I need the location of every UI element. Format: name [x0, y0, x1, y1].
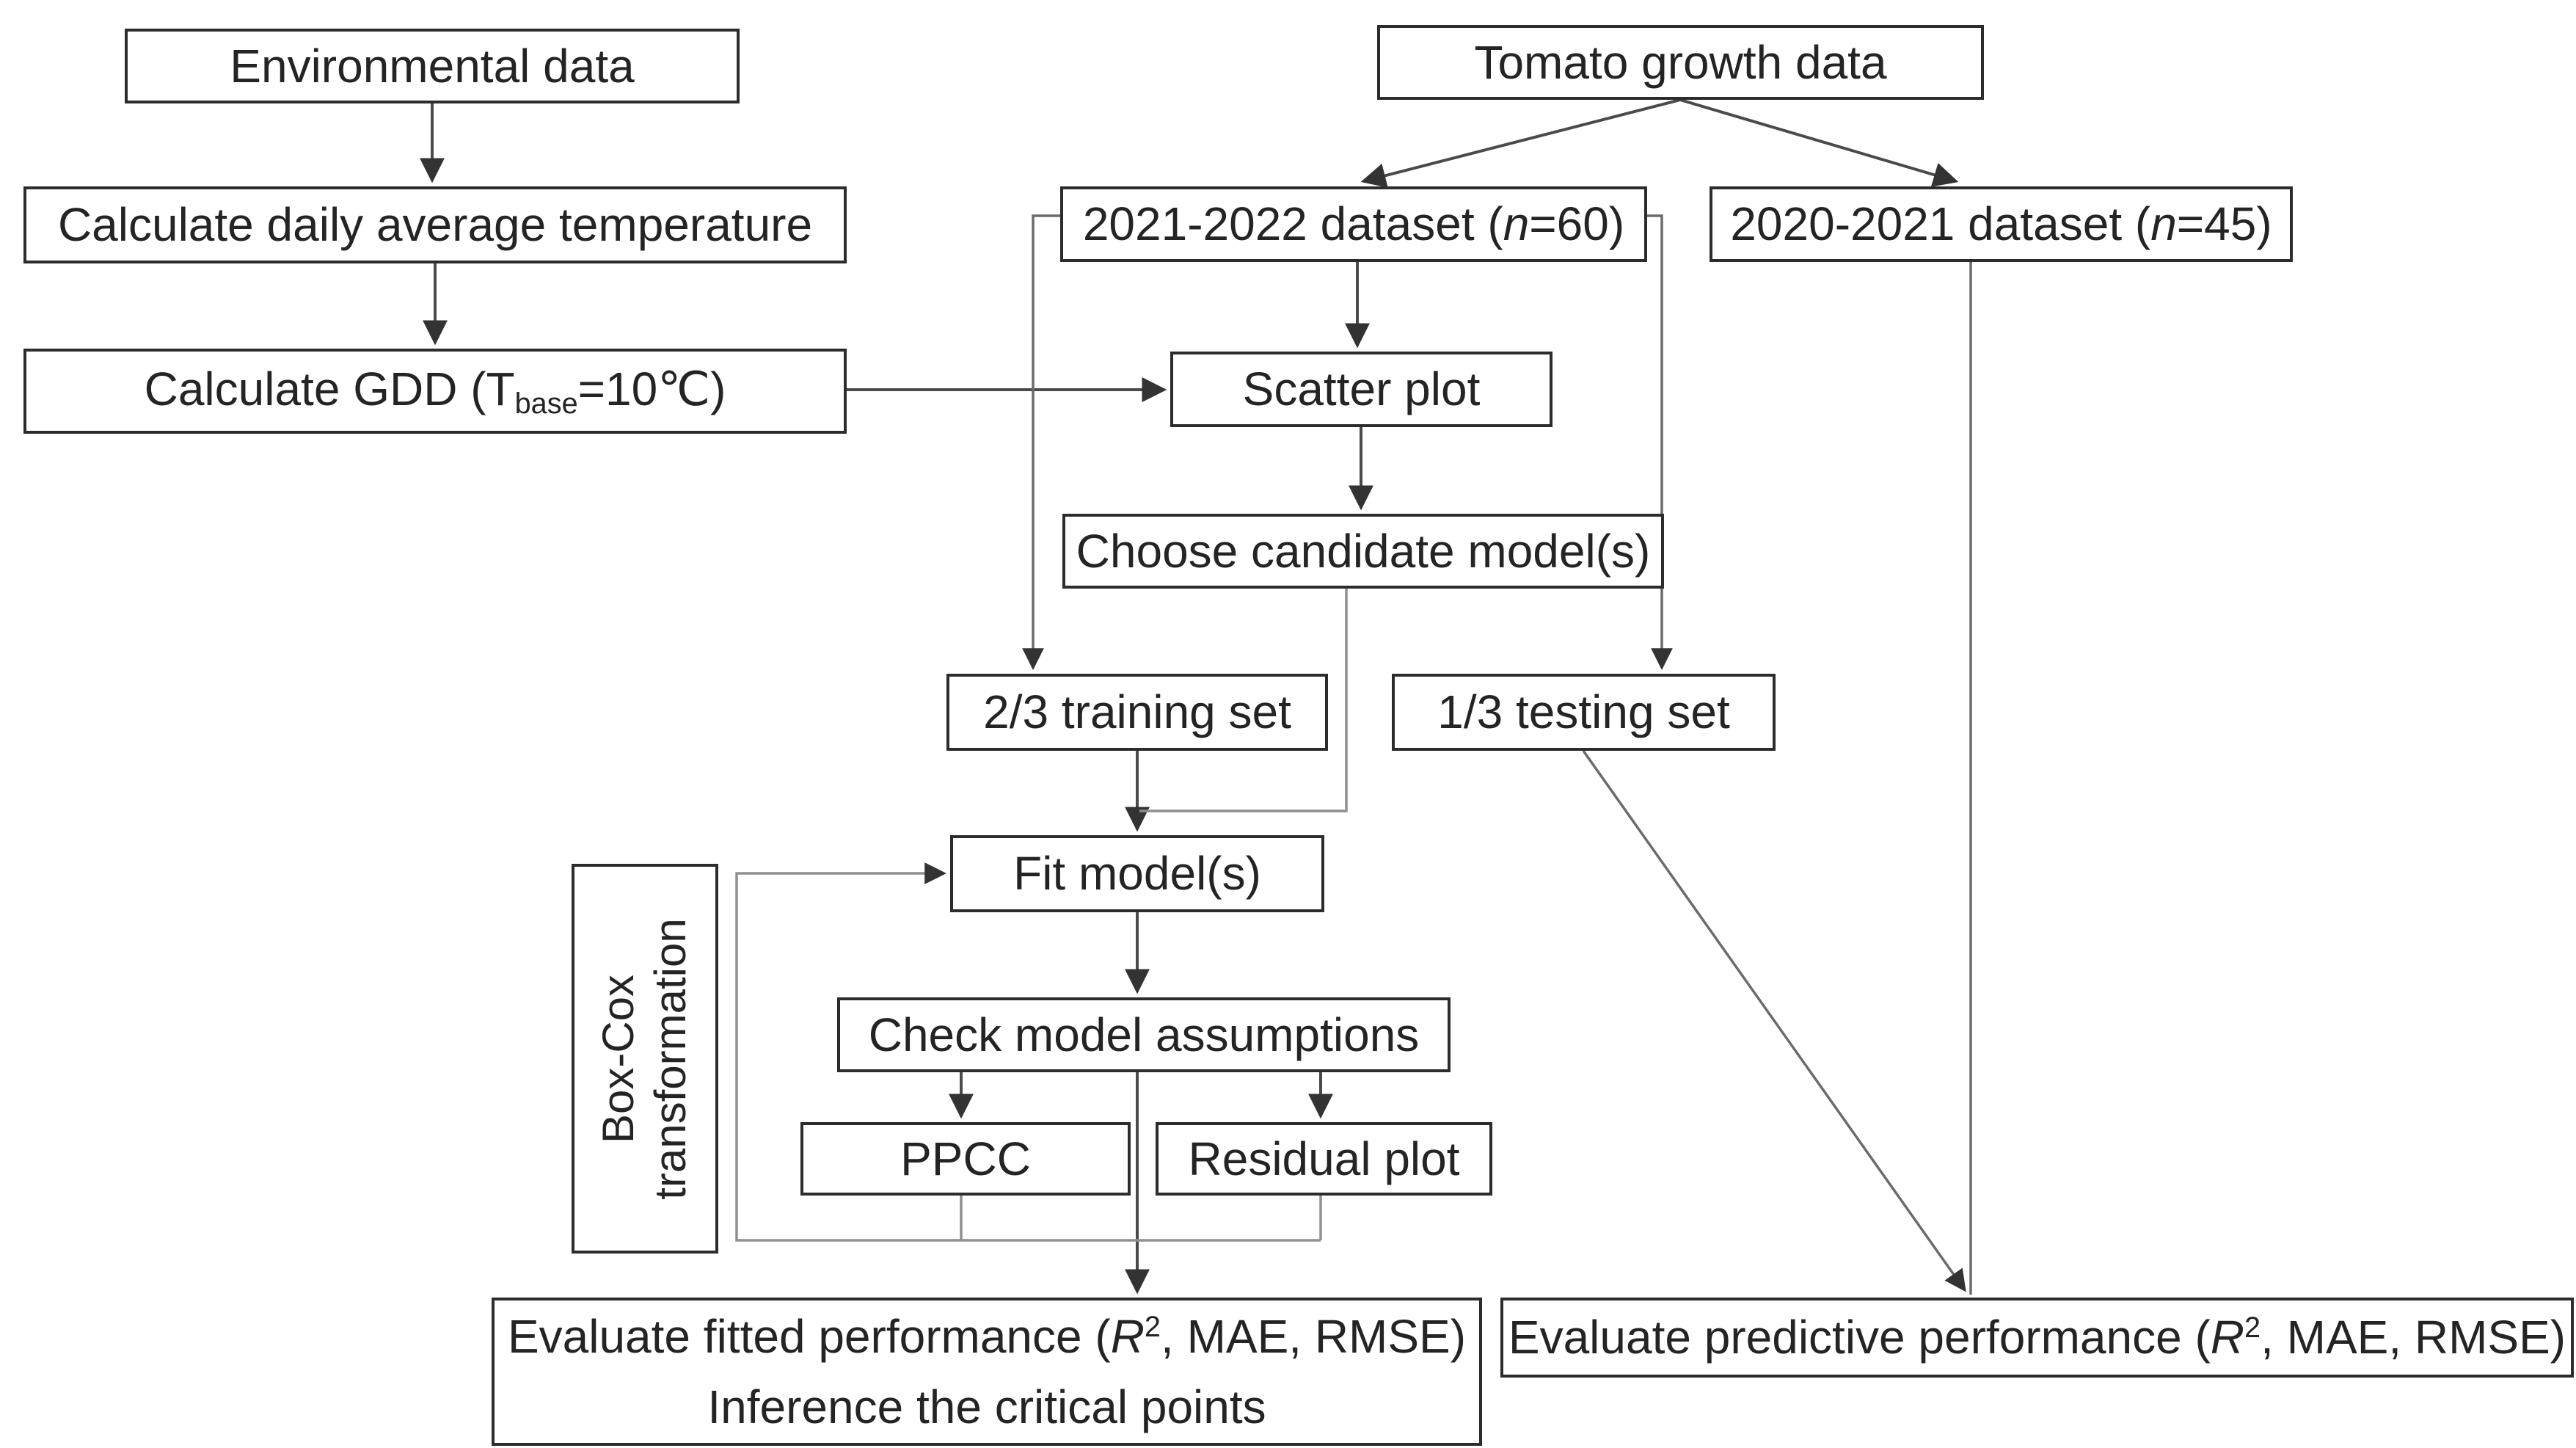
node-label: Environmental data [230, 39, 635, 92]
r-squared-superscript: 2 [2244, 1311, 2261, 1345]
node-evaluate-fitted-performance: Evaluate fitted performance (R2, MAE, RM… [492, 1298, 1482, 1446]
node-label: Scatter plot [1242, 363, 1481, 416]
node-training-set: 2/3 training set [946, 674, 1328, 751]
node-label: Check model assumptions [868, 1008, 1420, 1061]
node-evaluate-predictive-performance: Evaluate predictive performance (R2, MAE… [1500, 1298, 2574, 1378]
node-scatter-plot: Scatter plot [1170, 352, 1552, 427]
arrow-tomato-to-ds2122 [1360, 98, 1681, 188]
n-variable: n [2150, 197, 2177, 251]
arrow-ds2122-to-training [1022, 214, 1060, 670]
node-label: Tomato growth data [1474, 35, 1887, 89]
node-label: Calculate GDD (Tbase=10℃) [144, 362, 726, 420]
node-label: 2/3 training set [983, 685, 1291, 739]
node-label: Residual plot [1188, 1132, 1460, 1185]
node-check-model-assumptions: Check model assumptions [837, 997, 1451, 1072]
node-label: Calculate daily average temperature [57, 198, 813, 252]
r-squared-superscript: 2 [1144, 1311, 1161, 1344]
node-label: Choose candidate model(s) [1076, 524, 1651, 578]
node-testing-set: 1/3 testing set [1392, 674, 1776, 751]
boxcox-line1: Box-Cox [594, 974, 643, 1143]
node-label: Evaluate predictive performance (R2, MAE… [1508, 1311, 2566, 1364]
node-residual-plot: Residual plot [1156, 1122, 1492, 1196]
node-calculate-gdd: Calculate GDD (Tbase=10℃) [23, 349, 847, 434]
arrow-testing-to-evaluate-predictive [1582, 749, 1966, 1292]
node-dataset-2020-2021: 2020-2021 dataset (n=45) [1710, 186, 2293, 262]
node-dataset-2021-2022: 2021-2022 dataset (n=60) [1060, 186, 1647, 262]
node-label: Fit model(s) [1013, 847, 1261, 901]
node-box-cox-transformation: Box-Cox transformation [572, 864, 718, 1254]
arrow-tomato-to-ds2021 [1679, 98, 1959, 187]
r-variable: R [2210, 1311, 2244, 1364]
node-label-line2: Inference the critical points [707, 1380, 1266, 1433]
node-label-rotated: Box-Cox transformation [593, 864, 697, 1254]
node-label: PPCC [900, 1132, 1031, 1185]
node-label-line1: Evaluate fitted performance (R2, MAE, RM… [507, 1310, 1467, 1363]
tbase-subscript: base [514, 387, 578, 420]
boxcox-line2: transformation [646, 917, 695, 1200]
r-variable: R [1110, 1310, 1145, 1363]
node-label: 2020-2021 dataset (n=45) [1730, 197, 2272, 251]
arrow-ds2122-to-testing [1647, 214, 1673, 670]
node-tomato-growth-data: Tomato growth data [1377, 25, 1984, 100]
node-fit-models: Fit model(s) [950, 835, 1324, 912]
node-environmental-data: Environmental data [125, 29, 740, 103]
n-variable: n [1503, 197, 1530, 251]
node-label: 1/3 testing set [1437, 685, 1730, 739]
node-calculate-daily-average-temperature: Calculate daily average temperature [23, 186, 847, 263]
node-label: 2021-2022 dataset (n=60) [1082, 197, 1625, 251]
node-ppcc: PPCC [800, 1122, 1131, 1196]
node-choose-candidate-models: Choose candidate model(s) [1062, 514, 1664, 589]
